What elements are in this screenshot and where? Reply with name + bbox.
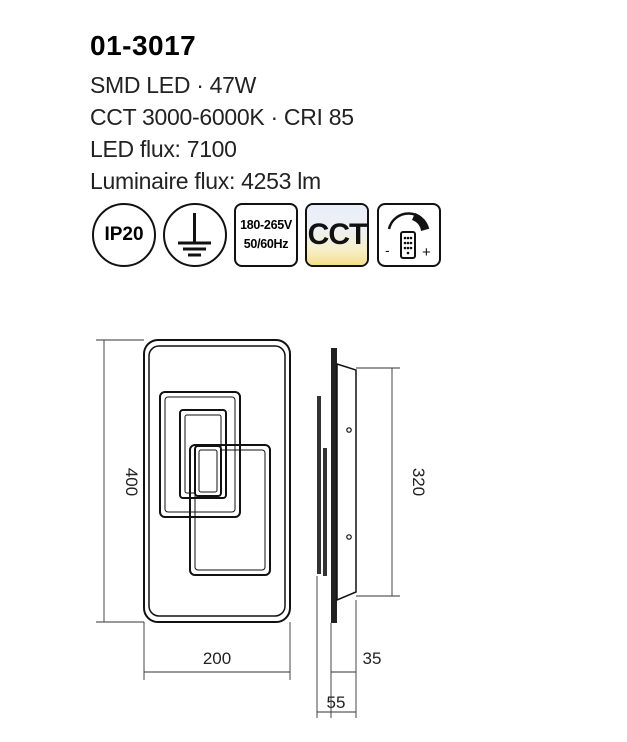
dimmer-minus-label: - xyxy=(385,242,390,258)
front-dimensions xyxy=(96,339,291,680)
side-dimensions xyxy=(316,367,400,718)
frequency-label: 50/60Hz xyxy=(243,237,289,251)
mount-depth-label: 35 xyxy=(363,649,382,668)
side-view xyxy=(317,348,357,623)
side-mount-body xyxy=(336,362,357,602)
upper-inner-ring xyxy=(179,409,227,499)
total-depth-label: 55 xyxy=(327,693,346,712)
front-view xyxy=(143,339,291,623)
ground-earth-icon xyxy=(163,203,227,267)
voltage-icon: 180-265V 50/60Hz xyxy=(234,203,298,267)
cct-gradient xyxy=(307,205,367,265)
ip-rating-label: IP20 xyxy=(104,224,144,245)
model-number: 01-3017 xyxy=(90,30,197,61)
mount-height-label: 320 xyxy=(409,468,428,496)
spec-cct-cri: CCT 3000-6000K · CRI 85 xyxy=(90,104,354,130)
dimmer-plus-label: + xyxy=(422,244,431,261)
upper-ring-inner xyxy=(164,396,236,513)
side-back-plate xyxy=(331,348,337,623)
side-front-ring-lower xyxy=(323,448,327,576)
remote-dimmer-icon: - + xyxy=(377,203,441,267)
side-front-ring-upper xyxy=(317,396,321,574)
spec-led-power: SMD LED · 47W xyxy=(90,72,257,98)
width-dimension-label: 200 xyxy=(203,649,231,668)
side-screw-bottom xyxy=(346,534,352,540)
spec-led-flux: LED flux: 7100 xyxy=(90,136,237,162)
height-dimension-label: 400 xyxy=(122,468,141,496)
front-inner-frame xyxy=(148,345,286,617)
side-screw-top xyxy=(346,427,352,433)
upper-ring-outer xyxy=(159,391,241,518)
front-outer-frame xyxy=(143,339,291,623)
cct-label: CCT xyxy=(307,218,367,251)
lower-ring-outer xyxy=(189,444,271,576)
lower-ring-inner xyxy=(194,449,266,571)
spec-luminaire-flux: Luminaire flux: 4253 lm xyxy=(90,168,321,194)
ip20-icon: IP20 xyxy=(92,203,156,267)
link-ring xyxy=(194,445,222,497)
cct-icon: CCT xyxy=(305,203,369,267)
voltage-range-label: 180-265V xyxy=(240,218,292,232)
link-ring-inset xyxy=(198,449,218,493)
